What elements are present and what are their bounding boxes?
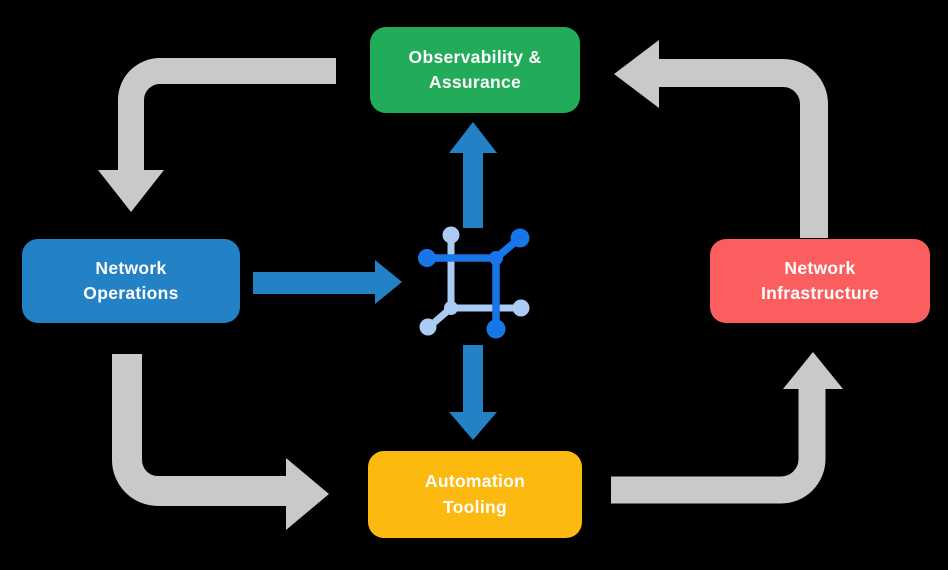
node-network-infrastructure: Network Infrastructure — [710, 239, 930, 323]
arrow-center-to-automation — [449, 345, 497, 440]
arrowhead-right-icon — [375, 260, 402, 304]
arrowhead-up-icon — [449, 122, 497, 153]
arrowhead-right-icon — [286, 458, 329, 530]
node-observability-assurance: Observability & Assurance — [370, 27, 580, 113]
arrowhead-up-icon — [783, 352, 843, 389]
node-network-operations: Network Operations — [22, 239, 240, 323]
arrow-infrastructure-to-observability — [614, 40, 828, 238]
network-mesh-icon — [418, 226, 530, 339]
arrowhead-down-icon — [449, 412, 497, 440]
node-automation-tooling: Automation Tooling — [368, 451, 582, 538]
arrowhead-left-icon — [614, 40, 659, 108]
arrow-center-to-observability — [449, 122, 497, 228]
arrow-observability-to-operations — [98, 58, 336, 212]
arrow-operations-to-center — [253, 260, 402, 304]
arrowhead-down-icon — [98, 170, 164, 212]
arrow-operations-to-automation — [112, 354, 329, 530]
arrow-automation-to-infrastructure — [611, 352, 843, 504]
